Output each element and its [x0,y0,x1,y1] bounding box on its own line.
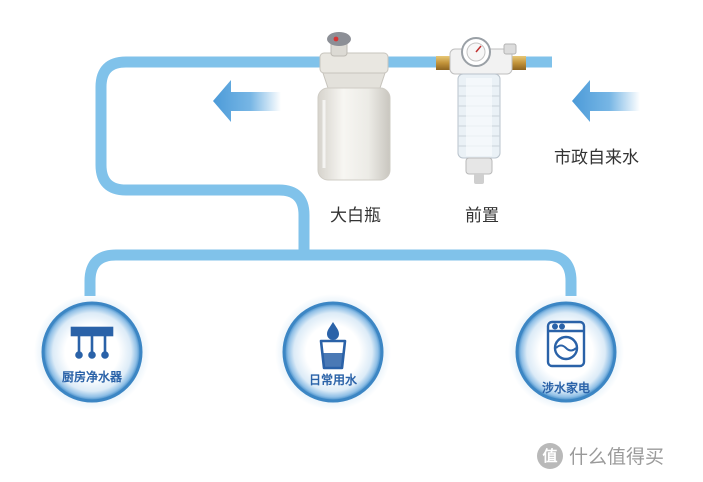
watermark-text: 什么值得买 [569,446,665,468]
flow-arrow-right [572,80,640,122]
watermark-badge: 值 [537,442,563,469]
pre-filter [436,37,526,184]
endpoint-daily-water: 日常用水 [275,294,391,410]
endpoint-water-appliances: 涉水家电 [508,294,624,410]
water-glass-icon [319,322,347,370]
distribution-pipe [84,249,577,296]
label-pre-filter: 前置 [465,206,499,226]
endpoint-label-kitchen: 厨房净水器 [62,369,123,384]
endpoint-label-appliances: 涉水家电 [542,380,590,395]
endpoint-label-daily: 日常用水 [309,372,358,387]
label-municipal-water: 市政自来水 [554,148,639,168]
big-white-bottle-filter [317,32,391,181]
endpoint-kitchen-purifier: 厨房净水器 [34,294,150,410]
watermark: 值 什么值得买 [537,442,664,469]
washing-machine-icon [546,320,586,368]
main-inlet-pipe [95,56,552,255]
label-big-white-bottle: 大白瓶 [330,206,381,226]
faucet-filter-icon [70,326,114,359]
water-pipes [84,56,577,296]
flow-arrow-left [213,80,281,122]
